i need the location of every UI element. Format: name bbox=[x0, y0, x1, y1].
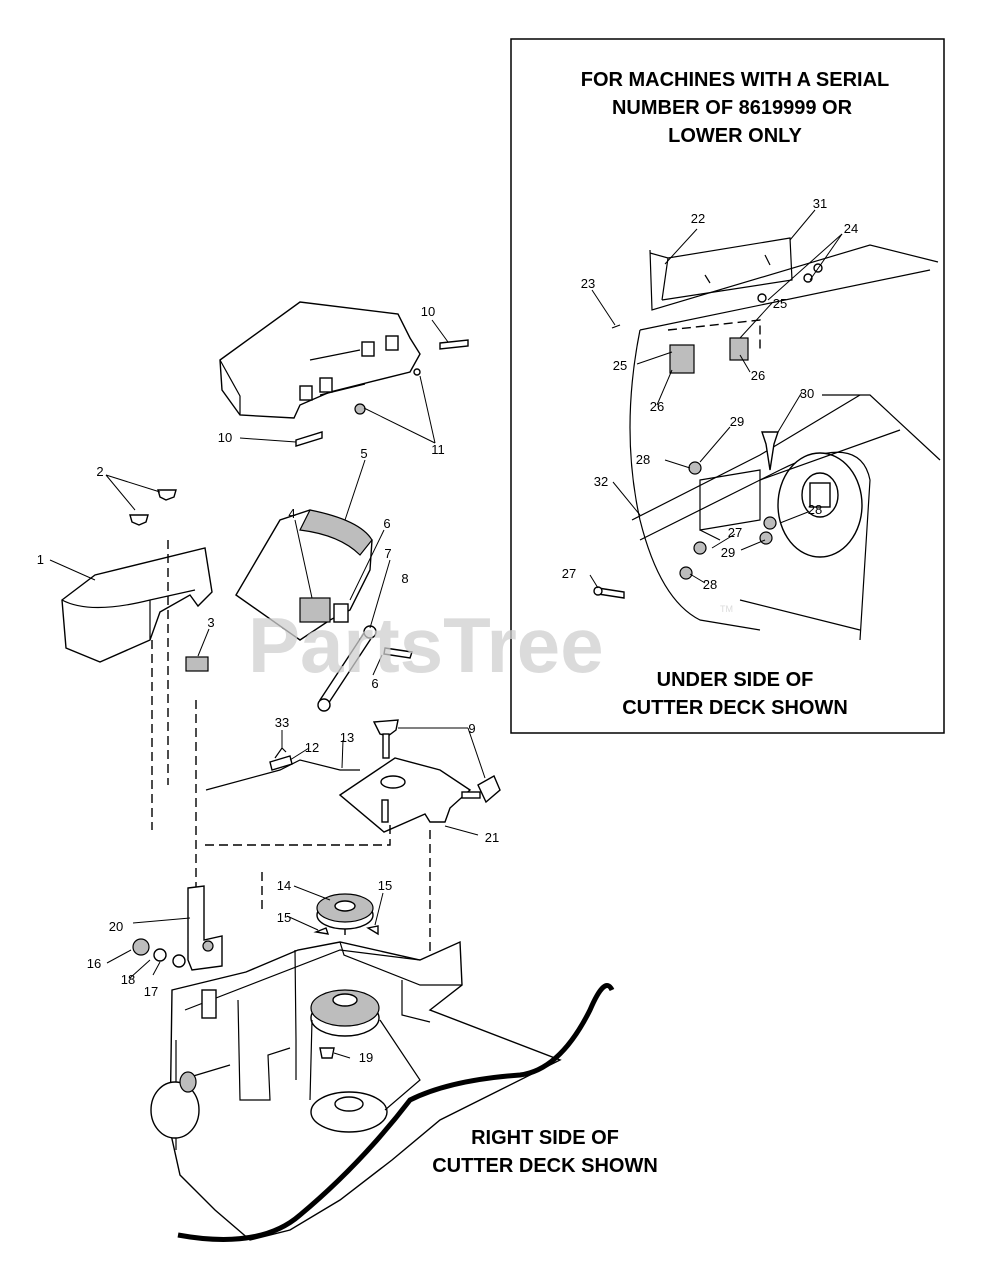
inset-panel: FOR MACHINES WITH A SERIAL NUMBER OF 861… bbox=[510, 38, 945, 734]
callout-25b: 25 bbox=[613, 358, 627, 373]
inset-heading-line-2: NUMBER OF 8619999 OR bbox=[612, 97, 853, 119]
mount-bracket bbox=[338, 757, 472, 833]
callout-25: 25 bbox=[773, 296, 787, 311]
main-caption-line-1: RIGHT SIDE OF bbox=[471, 1127, 619, 1149]
callout-33: 33 bbox=[275, 715, 289, 730]
callout-15b: 15 bbox=[378, 878, 392, 893]
main-drawing bbox=[61, 301, 615, 1242]
callout-22: 22 bbox=[691, 211, 705, 226]
callout-30: 30 bbox=[800, 386, 814, 401]
callout-31: 31 bbox=[813, 196, 827, 211]
callout-18: 18 bbox=[121, 972, 135, 987]
cutter-deck bbox=[169, 940, 562, 1241]
callout-28b: 28 bbox=[808, 502, 822, 517]
callout-27: 27 bbox=[728, 525, 742, 540]
callout-labels: 1 2 3 4 5 6 6 7 8 9 10 10 11 12 13 14 15… bbox=[37, 196, 858, 1065]
callout-5: 5 bbox=[360, 446, 367, 461]
leader-lines bbox=[49, 209, 843, 1059]
inset-heading-line-3: LOWER ONLY bbox=[668, 125, 802, 147]
partstree-watermark: PartsTree TM bbox=[248, 601, 733, 689]
callout-19: 19 bbox=[359, 1050, 373, 1065]
callout-26: 26 bbox=[751, 368, 765, 383]
callout-29b: 29 bbox=[721, 545, 735, 560]
callout-23: 23 bbox=[581, 276, 595, 291]
callout-10: 10 bbox=[421, 304, 435, 319]
belt-cover bbox=[61, 547, 213, 663]
callout-28c: 28 bbox=[703, 577, 717, 592]
callout-14: 14 bbox=[277, 878, 291, 893]
callout-3: 3 bbox=[207, 615, 214, 630]
callout-12: 12 bbox=[305, 740, 319, 755]
callout-15: 15 bbox=[277, 910, 291, 925]
break-line bbox=[177, 983, 615, 1242]
callout-1: 1 bbox=[37, 552, 44, 567]
callout-2: 2 bbox=[96, 464, 103, 479]
callout-8: 8 bbox=[401, 571, 408, 586]
callout-20: 20 bbox=[109, 919, 123, 934]
callout-7: 7 bbox=[384, 546, 391, 561]
callout-24: 24 bbox=[844, 221, 858, 236]
callout-32: 32 bbox=[594, 474, 608, 489]
callout-11: 11 bbox=[431, 442, 445, 457]
callout-4: 4 bbox=[288, 506, 295, 521]
callout-9: 9 bbox=[468, 721, 475, 736]
inset-deck-drawing bbox=[593, 237, 941, 641]
callout-21: 21 bbox=[485, 830, 499, 845]
inset-heading-line-1: FOR MACHINES WITH A SERIAL bbox=[581, 69, 890, 91]
callout-29: 29 bbox=[730, 414, 744, 429]
callout-27b: 27 bbox=[562, 566, 576, 581]
callout-6b: 6 bbox=[371, 676, 378, 691]
callout-28: 28 bbox=[636, 452, 650, 467]
discharge-cover bbox=[219, 301, 421, 419]
main-caption-line-2: CUTTER DECK SHOWN bbox=[432, 1155, 658, 1177]
callout-13: 13 bbox=[340, 730, 354, 745]
callout-17: 17 bbox=[144, 984, 158, 999]
callout-10b: 10 bbox=[218, 430, 232, 445]
inset-caption-line-1: UNDER SIDE OF bbox=[657, 669, 814, 691]
watermark-text: PartsTree bbox=[248, 601, 604, 689]
callout-16: 16 bbox=[87, 956, 101, 971]
callout-6: 6 bbox=[383, 516, 390, 531]
watermark-tm: TM bbox=[720, 604, 733, 614]
callout-26b: 26 bbox=[650, 399, 664, 414]
inset-caption-line-2: CUTTER DECK SHOWN bbox=[622, 697, 848, 719]
